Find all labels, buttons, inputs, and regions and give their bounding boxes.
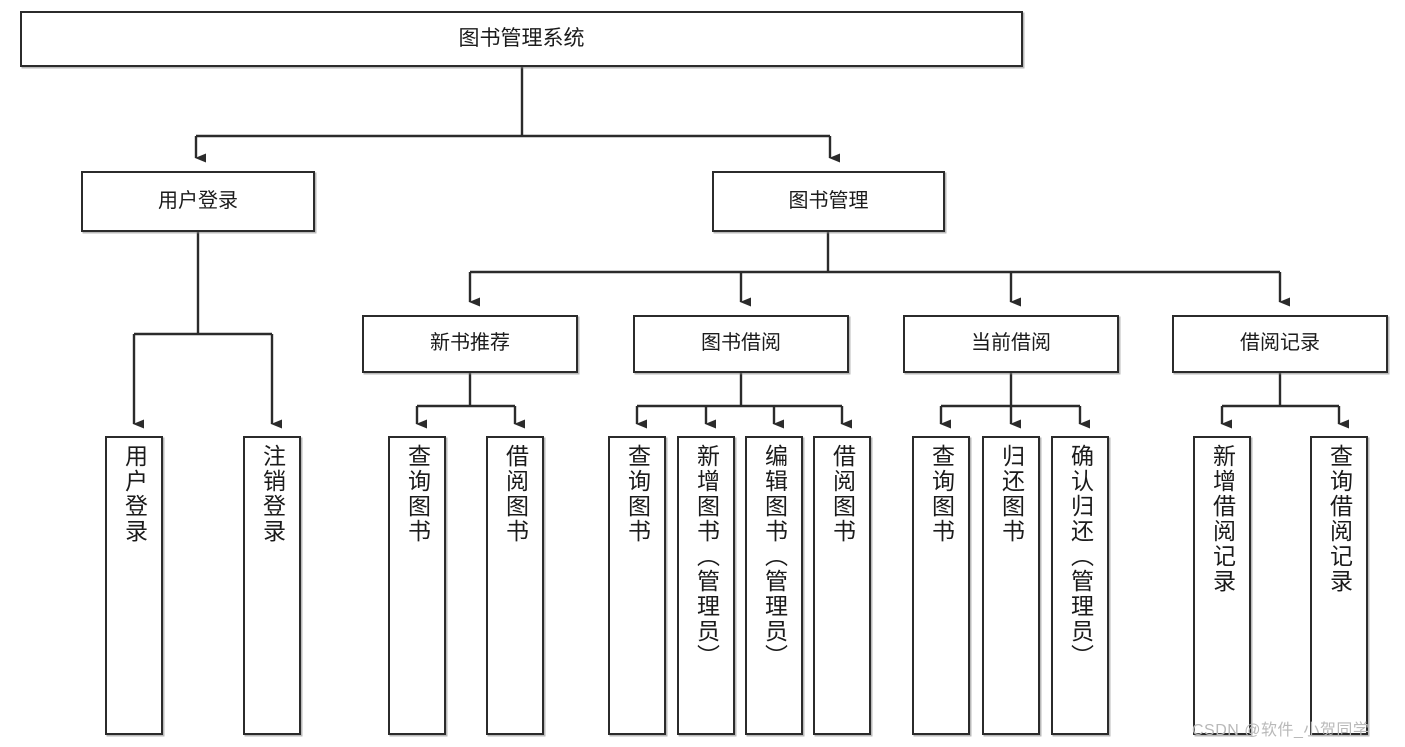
- node-leaf-add-book-label: 新增图书（管理员）: [693, 444, 720, 669]
- node-leaf-user-login[interactable]: 用户登录: [105, 436, 163, 735]
- node-leaf-add-record[interactable]: 新增借阅记录: [1193, 436, 1251, 735]
- node-book-borrow[interactable]: 图书借阅: [633, 315, 849, 373]
- node-leaf-query-book-2-label: 查询图书: [624, 444, 651, 544]
- node-book-borrow-label: 图书借阅: [701, 332, 781, 355]
- node-current-borrow[interactable]: 当前借阅: [903, 315, 1119, 373]
- node-leaf-add-book[interactable]: 新增图书（管理员）: [677, 436, 735, 735]
- node-user-login-label: 用户登录: [158, 189, 238, 212]
- node-user-login[interactable]: 用户登录: [81, 171, 315, 232]
- node-leaf-borrow-book-1[interactable]: 借阅图书: [486, 436, 544, 735]
- node-leaf-edit-book-label: 编辑图书（管理员）: [761, 444, 788, 669]
- watermark: CSDN @软件_小贺同学: [1192, 722, 1370, 739]
- node-leaf-edit-book[interactable]: 编辑图书（管理员）: [745, 436, 803, 735]
- node-leaf-borrow-book-2-label: 借阅图书: [829, 444, 856, 544]
- node-leaf-confirm-return-label: 确认归还（管理员）: [1067, 444, 1094, 669]
- node-root-label: 图书管理系统: [458, 26, 585, 50]
- node-book-manage[interactable]: 图书管理: [712, 171, 945, 232]
- node-leaf-query-record[interactable]: 查询借阅记录: [1310, 436, 1368, 735]
- node-leaf-query-book-3-label: 查询图书: [928, 444, 955, 544]
- node-leaf-return-book[interactable]: 归还图书: [982, 436, 1040, 735]
- node-current-borrow-label: 当前借阅: [971, 332, 1051, 355]
- node-root[interactable]: 图书管理系统: [20, 11, 1023, 67]
- node-leaf-query-book-1[interactable]: 查询图书: [388, 436, 446, 735]
- node-leaf-return-book-label: 归还图书: [998, 444, 1025, 544]
- node-leaf-confirm-return[interactable]: 确认归还（管理员）: [1051, 436, 1109, 735]
- node-leaf-query-book-2[interactable]: 查询图书: [608, 436, 666, 735]
- node-leaf-query-record-label: 查询借阅记录: [1326, 444, 1353, 594]
- node-leaf-borrow-book-1-label: 借阅图书: [502, 444, 529, 544]
- node-new-book-recommend[interactable]: 新书推荐: [362, 315, 578, 373]
- node-leaf-user-login-label: 用户登录: [121, 444, 148, 544]
- node-borrow-record-label: 借阅记录: [1240, 332, 1320, 355]
- node-leaf-user-logout-label: 注销登录: [259, 444, 286, 544]
- node-book-manage-label: 图书管理: [788, 189, 869, 212]
- node-new-book-recommend-label: 新书推荐: [430, 332, 510, 355]
- node-leaf-add-record-label: 新增借阅记录: [1209, 444, 1236, 594]
- node-leaf-query-book-3[interactable]: 查询图书: [912, 436, 970, 735]
- node-leaf-borrow-book-2[interactable]: 借阅图书: [813, 436, 871, 735]
- node-leaf-query-book-1-label: 查询图书: [404, 444, 431, 544]
- node-borrow-record[interactable]: 借阅记录: [1172, 315, 1388, 373]
- node-leaf-user-logout[interactable]: 注销登录: [243, 436, 301, 735]
